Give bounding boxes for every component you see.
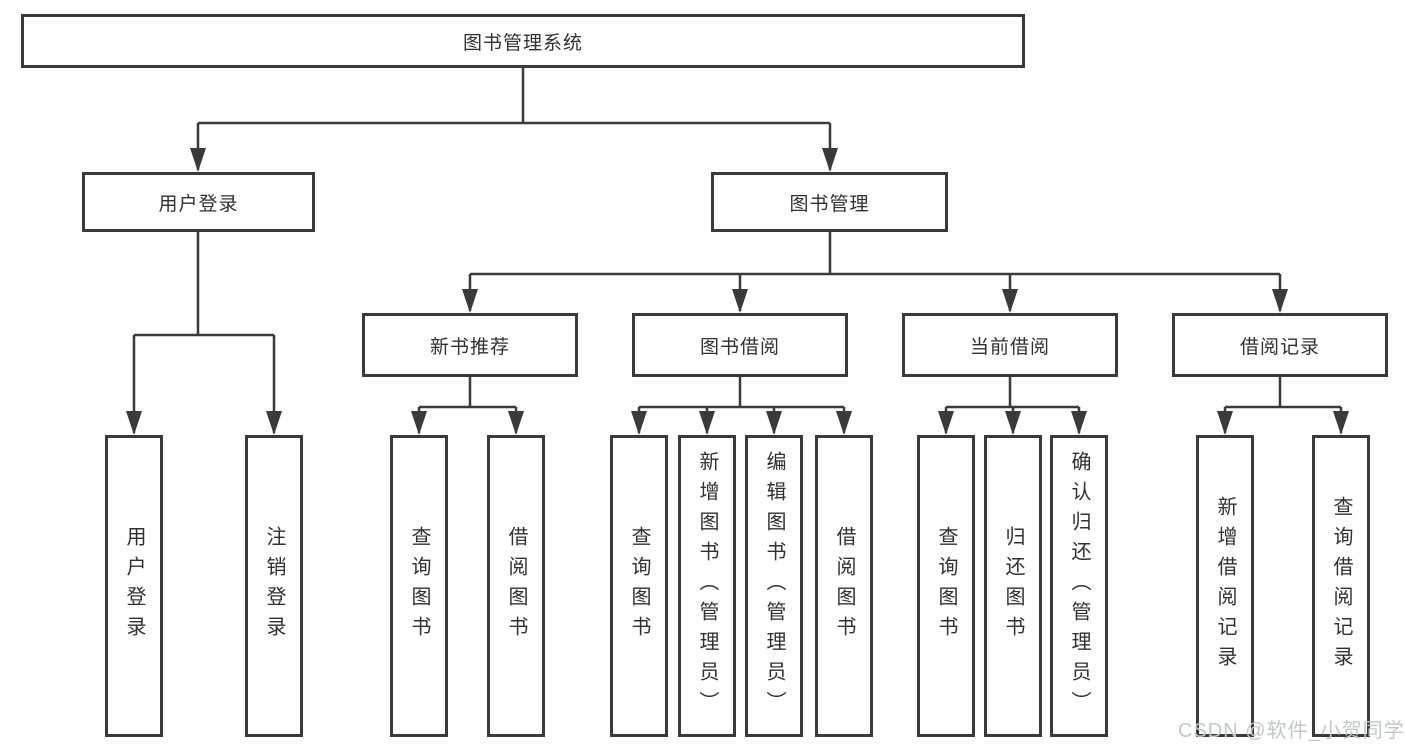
leaf-borrow-borrow-book-label: 借阅图书 [833, 526, 855, 646]
leaf-current-return-book: 归还图书 [984, 435, 1042, 737]
arrow-down-icon [1333, 411, 1349, 435]
leaf-records-add-record-label: 新增借阅记录 [1214, 496, 1236, 676]
leaf-user-login-label: 用户登录 [123, 526, 145, 646]
node-book-management-label: 图书管理 [789, 193, 870, 215]
connector-book-management-children [462, 232, 1288, 313]
leaf-current-confirm-return-label: 确认归还（管理员） [1068, 451, 1090, 721]
arrow-down-icon [126, 411, 142, 435]
arrow-down-icon [190, 148, 206, 172]
leaf-recommend-search-book: 查询图书 [390, 435, 448, 737]
arrow-down-icon [938, 411, 954, 435]
node-book-borrow-label: 图书借阅 [699, 336, 780, 358]
node-borrow-records-label: 借阅记录 [1239, 336, 1320, 358]
connector-borrow-records-children [1217, 377, 1349, 435]
node-root: 图书管理系统 [21, 14, 1025, 68]
node-new-book-recommend: 新书推荐 [362, 313, 578, 377]
connector-book-borrow-children [631, 377, 852, 435]
leaf-recommend-borrow-book-label: 借阅图书 [505, 526, 527, 646]
leaf-borrow-edit-book: 编辑图书（管理员） [745, 435, 803, 737]
leaf-borrow-search-book-label: 查询图书 [628, 526, 650, 646]
arrow-down-icon [1071, 411, 1087, 435]
leaf-recommend-borrow-book: 借阅图书 [487, 435, 545, 737]
connector-current-borrow-children [938, 377, 1087, 435]
arrow-down-icon [462, 289, 478, 313]
node-current-borrow-label: 当前借阅 [969, 336, 1050, 358]
connector-new-book-recommend-children [411, 377, 524, 435]
connector-user-login-children [126, 232, 282, 435]
arrow-down-icon [1217, 411, 1233, 435]
leaf-borrow-search-book: 查询图书 [610, 435, 668, 737]
leaf-borrow-add-book-label: 新增图书（管理员） [696, 451, 718, 721]
node-book-management: 图书管理 [711, 172, 948, 232]
arrow-down-icon [1272, 289, 1288, 313]
leaf-user-login: 用户登录 [105, 435, 163, 737]
leaf-current-return-book-label: 归还图书 [1002, 526, 1024, 646]
arrow-down-icon [508, 411, 524, 435]
leaf-logout-login: 注销登录 [245, 435, 303, 737]
arrow-down-icon [836, 411, 852, 435]
arrow-down-icon [1005, 411, 1021, 435]
node-user-login: 用户登录 [82, 172, 315, 232]
arrow-down-icon [732, 289, 748, 313]
leaf-records-search-record-label: 查询借阅记录 [1330, 496, 1352, 676]
leaf-borrow-add-book: 新增图书（管理员） [678, 435, 736, 737]
arrow-down-icon [266, 411, 282, 435]
leaf-recommend-search-book-label: 查询图书 [408, 526, 430, 646]
leaf-current-search-book-label: 查询图书 [935, 526, 957, 646]
arrow-down-icon [411, 411, 427, 435]
leaf-records-add-record: 新增借阅记录 [1196, 435, 1254, 737]
leaf-logout-login-label: 注销登录 [263, 526, 285, 646]
arrow-down-icon [699, 411, 715, 435]
csdn-watermark: CSDN @软件_小贺同学 [1178, 720, 1405, 742]
node-new-book-recommend-label: 新书推荐 [429, 336, 510, 358]
arrow-down-icon [766, 411, 782, 435]
arrow-down-icon [822, 148, 838, 172]
node-book-borrow: 图书借阅 [632, 313, 848, 377]
leaf-records-search-record: 查询借阅记录 [1312, 435, 1370, 737]
node-user-login-label: 用户登录 [158, 193, 239, 215]
arrow-down-icon [631, 411, 647, 435]
leaf-borrow-borrow-book: 借阅图书 [815, 435, 873, 737]
arrow-down-icon [1002, 289, 1018, 313]
node-current-borrow: 当前借阅 [902, 313, 1118, 377]
connector-root-to-level2 [190, 68, 838, 172]
node-borrow-records: 借阅记录 [1172, 313, 1388, 377]
leaf-current-confirm-return: 确认归还（管理员） [1050, 435, 1108, 737]
leaf-borrow-edit-book-label: 编辑图书（管理员） [763, 451, 785, 721]
node-root-label: 图书管理系统 [462, 32, 583, 54]
leaf-current-search-book: 查询图书 [917, 435, 975, 737]
